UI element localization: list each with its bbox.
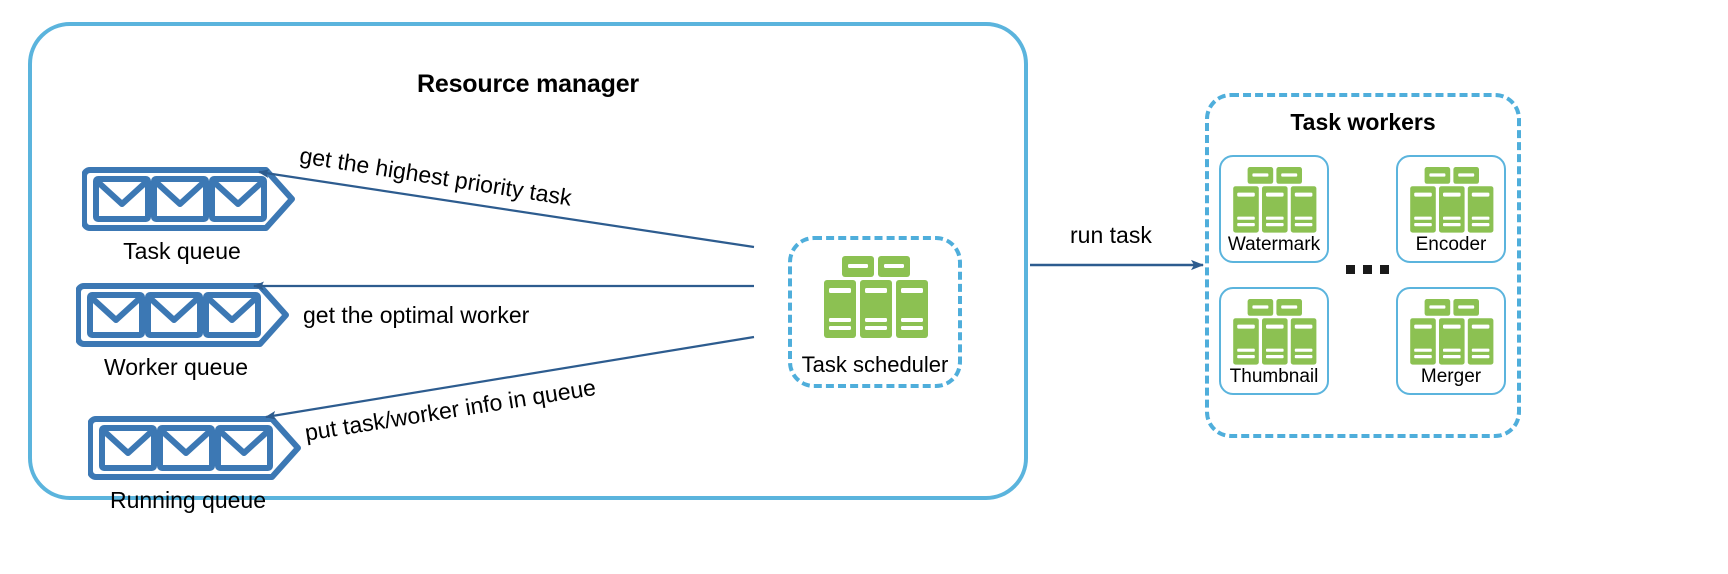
- resource-manager-container: Resource manager Task queue: [28, 22, 1028, 513]
- task-queue[interactable]: Task queue: [82, 162, 300, 264]
- task-workers-title: Task workers: [1290, 109, 1436, 135]
- server-rack-icon: [816, 256, 934, 345]
- task-workers-container: Task workers: [1205, 93, 1521, 438]
- running-queue[interactable]: Running queue: [88, 411, 306, 513]
- worker-label-merger: Merger: [1420, 366, 1482, 387]
- worker-card-encoder[interactable]: Encoder: [1396, 155, 1506, 263]
- worker-queue[interactable]: Worker queue: [76, 278, 294, 380]
- server-rack-icon: [1404, 167, 1498, 238]
- edge-label-run-task: run task: [1070, 222, 1152, 248]
- worker-ellipsis-icon: [1346, 265, 1394, 279]
- server-rack-icon: [1404, 299, 1498, 370]
- worker-card-merger[interactable]: Merger: [1396, 287, 1506, 395]
- task-scheduler[interactable]: Task scheduler: [788, 236, 962, 388]
- running-queue-label: Running queue: [109, 487, 267, 513]
- queue-envelopes-icon: [76, 283, 289, 347]
- worker-label-watermark: Watermark: [1227, 234, 1321, 255]
- task-queue-label: Task queue: [123, 238, 241, 264]
- worker-queue-label: Worker queue: [103, 354, 249, 380]
- resource-manager-title: Resource manager: [417, 70, 639, 98]
- worker-card-watermark[interactable]: Watermark: [1219, 155, 1329, 263]
- task-scheduler-label: Task scheduler: [801, 352, 949, 377]
- worker-label-encoder: Encoder: [1415, 234, 1487, 255]
- worker-label-thumbnail: Thumbnail: [1229, 366, 1319, 387]
- worker-card-thumbnail[interactable]: Thumbnail: [1219, 287, 1329, 395]
- queue-envelopes-icon: [82, 167, 295, 231]
- edge-label-optimal-worker: get the optimal worker: [303, 302, 530, 328]
- server-rack-icon: [1227, 167, 1321, 238]
- queue-envelopes-icon: [88, 416, 301, 480]
- server-rack-icon: [1227, 299, 1321, 370]
